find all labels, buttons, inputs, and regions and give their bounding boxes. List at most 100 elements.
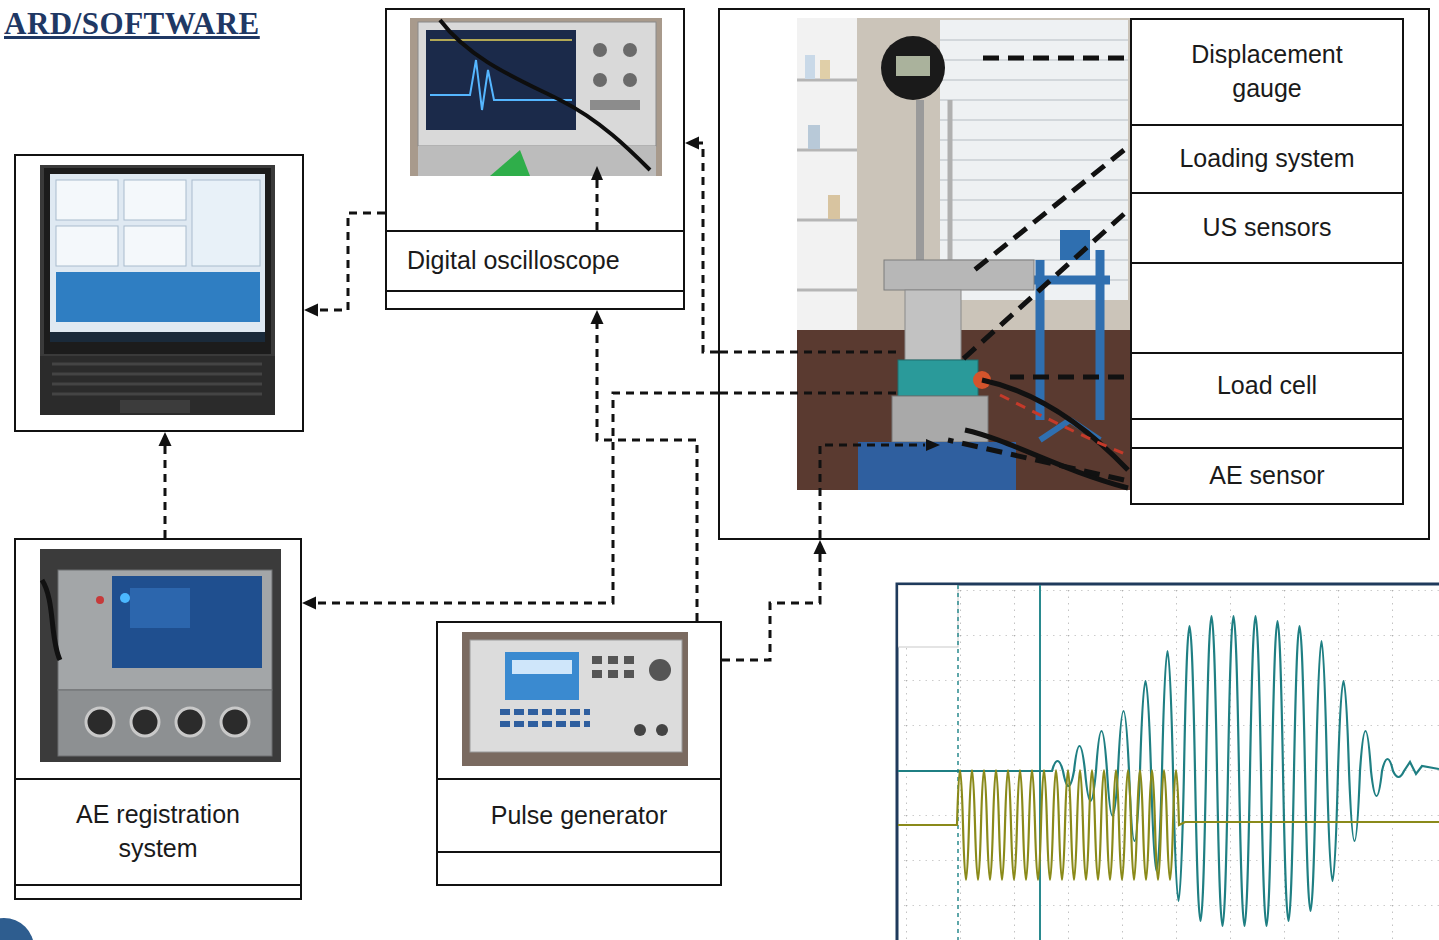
arrow-head [159,432,172,446]
oscilloscope-photo [410,18,662,176]
oscilloscope-photo [410,18,662,176]
setup-photo [881,36,945,100]
setup-wire [720,352,925,538]
laptop-photo [52,364,262,394]
oscilloscope-photo [490,150,530,176]
ae-box-photo [131,708,159,736]
laptop-photo [50,174,265,342]
pulse-generator-photo [470,640,682,752]
connector [685,137,718,353]
oscilloscope-photo [418,22,656,146]
caption-row: Digital oscilloscope [387,230,683,292]
laptop-photo [40,165,275,415]
laptop-photo [124,226,186,266]
laptop-photo [56,272,260,322]
laptop-photo [50,332,265,342]
waveform-screen [897,584,1439,940]
laptop-photo [192,180,260,266]
node-label: Load cell [1217,369,1317,403]
node-label: Digital oscilloscope [407,244,620,278]
setup-photo [797,18,1130,490]
leader-line [948,440,1124,480]
oscilloscope-photo [623,73,637,87]
setup-photo [828,195,840,219]
ae-box-photo [86,708,114,736]
connector-line [318,213,385,310]
connector [722,540,827,660]
pulse-generator-photo [462,632,688,766]
waveform-screen [898,616,1439,926]
setup-photo [896,56,930,76]
pulse-generator-photo [592,670,602,678]
setup-photo [805,55,815,79]
leader-line [975,56,1124,61]
label-box: US sensors [1130,192,1404,264]
arrow-head [591,310,604,324]
oscilloscope-photo [593,43,607,57]
empty-cell [1130,418,1404,449]
device-box: AE registration system [14,538,302,900]
oscilloscope-photo [590,100,640,110]
laptop-photo [56,226,118,266]
connector-line [699,143,718,352]
setup-photo [965,430,1128,488]
node-label: Displacement gauge [1182,38,1352,106]
setup-wire [720,351,900,354]
node-label: AE sensor [1209,459,1324,493]
setup-photo [982,380,1128,470]
ae-box-photo [176,708,204,736]
pulse-generator-photo [608,670,618,678]
connector-line [722,554,820,660]
leader-line [962,214,1124,360]
setup-photo [940,40,1128,280]
setup-photo [1030,250,1110,420]
oscilloscope-photo [623,43,637,57]
leader-line [948,58,1124,480]
label-box: Load cell [1130,352,1404,420]
ae-box-photo [130,588,190,628]
pulse-generator-photo [592,656,602,664]
connector-line [316,393,718,603]
corner-badge [0,918,34,940]
setup-photo [892,396,988,442]
ae-box-photo [40,549,281,762]
connector [302,393,718,610]
ae-box-photo [221,708,249,736]
setup-photo [797,80,857,290]
ae-box-photo [58,570,272,690]
pulse-generator-photo [634,724,646,736]
pulse-generator-photo [656,724,668,736]
node-label: Pulse generator [491,799,668,833]
arrow-head [304,304,318,317]
waveform-screen [898,585,958,647]
pulse-generator-photo [624,656,634,664]
pulse-generator-photo [608,656,618,664]
laptop-photo [44,168,271,354]
scope-input-mark [591,166,603,230]
pulse-generator-photo [462,632,688,766]
wire-head [926,439,940,451]
laptop-photo [40,356,275,415]
ae-box-photo [40,549,281,762]
connector-line [164,446,167,538]
setup-photo [797,330,1130,490]
waveform-screen [897,584,1439,940]
waveform-screen [898,585,1439,940]
setup-photo [898,360,978,396]
leader-line [1010,375,1124,380]
setup-photo [820,60,830,79]
oscilloscope-photo [426,30,576,130]
scope-input-mark [591,166,603,180]
setup-panel: Displacement gaugeLoading system US senso… [718,8,1430,540]
oscilloscope-photo [593,73,607,87]
arrow-head [814,540,827,554]
computer-box [14,154,304,432]
node-label: US sensors [1202,211,1331,245]
label-box: Loading system [1130,124,1404,194]
oscilloscope-photo [418,146,656,176]
setup-photo [1000,395,1128,455]
pulse-generator-photo [649,659,671,681]
connector [304,213,385,317]
ae-box-photo [96,596,104,604]
laptop-photo [56,180,118,220]
